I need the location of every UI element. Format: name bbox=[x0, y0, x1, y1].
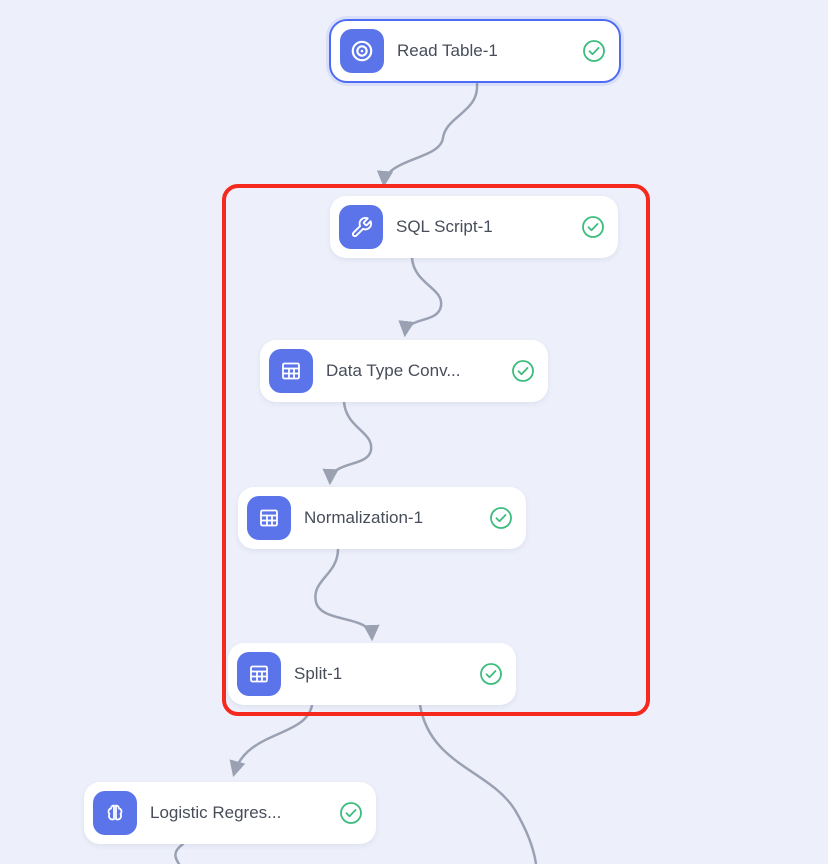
selection-box bbox=[222, 184, 650, 716]
node-read-table-1[interactable]: Read Table-1 bbox=[329, 19, 621, 83]
edge-readtable-to-sqlscript bbox=[376, 82, 479, 188]
success-status-icon bbox=[339, 801, 363, 825]
node-label: SQL Script-1 bbox=[396, 217, 493, 236]
node-data-type-conversion-1[interactable]: Data Type Conv... bbox=[260, 340, 548, 402]
edge-datatype-to-normalization bbox=[322, 400, 373, 486]
node-label: Data Type Conv... bbox=[326, 361, 461, 380]
node-label: Read Table-1 bbox=[397, 41, 498, 60]
node-normalization-1[interactable]: Normalization-1 bbox=[238, 487, 526, 549]
edge-split-to-offcanvas bbox=[418, 703, 538, 864]
target-icon bbox=[340, 29, 384, 73]
node-logistic-regression-1[interactable]: Logistic Regres... bbox=[84, 782, 376, 844]
table-icon bbox=[247, 496, 291, 540]
success-status-icon bbox=[489, 506, 513, 530]
success-status-icon bbox=[479, 662, 503, 686]
node-label: Normalization-1 bbox=[304, 508, 424, 527]
node-split-1[interactable]: Split-1 bbox=[228, 643, 516, 705]
brain-icon bbox=[93, 791, 137, 835]
node-sql-script-1[interactable]: SQL Script-1 bbox=[330, 196, 618, 258]
success-status-icon bbox=[582, 39, 606, 63]
success-status-icon bbox=[581, 215, 605, 239]
node-label: Split-1 bbox=[294, 664, 343, 683]
table-icon bbox=[237, 652, 281, 696]
success-status-icon bbox=[511, 359, 535, 383]
wrench-icon bbox=[339, 205, 383, 249]
edge-split-to-logistic bbox=[229, 703, 314, 778]
table-icon bbox=[269, 349, 313, 393]
edge-normalization-to-split bbox=[314, 547, 380, 642]
edge-logistic-to-offcanvas bbox=[174, 842, 185, 864]
edge-sqlscript-to-datatype bbox=[398, 256, 443, 338]
node-label: Logistic Regres... bbox=[150, 803, 282, 822]
